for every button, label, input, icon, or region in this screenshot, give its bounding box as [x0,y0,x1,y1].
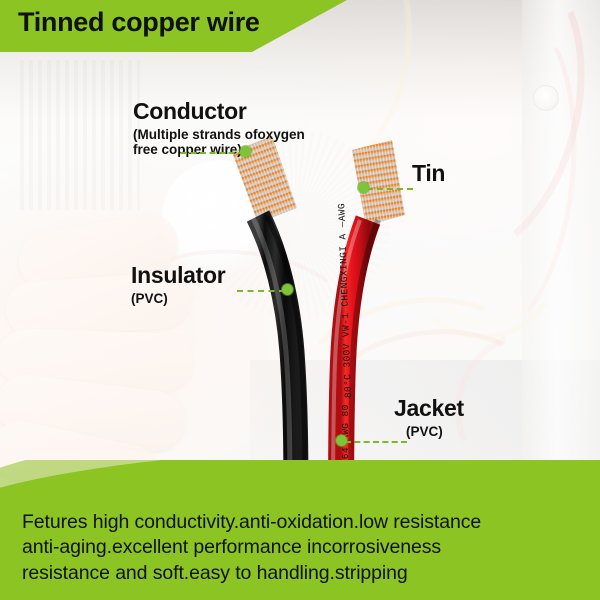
label-conductor: Conductor (Multiple strands ofoxygen fre… [133,98,305,157]
label-jacket-sub-line1: (PVC) [406,424,443,439]
label-insulator: Insulator (PVC) [131,262,226,306]
anchor-dot-jacket [336,435,347,446]
label-jacket-subtitle: (PVC) [406,424,464,439]
label-conductor-title: Conductor [133,98,247,124]
leader-line-conductor [181,152,244,154]
page-title: Tinned copper wire [18,7,260,37]
black-wire [232,136,309,513]
footer-line-2: anti-aging.excellent performance incorro… [22,536,442,558]
footer-line-3: resistance and soft.easy to handling.str… [22,561,408,584]
label-jacket: Jacket (PVC) [394,395,464,439]
label-tin: Tin [412,160,445,187]
anchor-dot-insulator [282,284,293,295]
red-wire-print-lower: STYLE 2464 AWG 80 [340,404,351,508]
label-insulator-subtitle: (PVC) [131,291,225,306]
label-insulator-sub-line1: (PVC) [131,291,168,306]
leader-line-insulator [237,290,285,292]
leader-line-jacket [345,441,407,443]
label-jacket-title: Jacket [394,395,464,421]
label-tin-title: Tin [412,160,446,186]
leader-line-tin [367,188,413,190]
label-conductor-sub-line2: free copper wire) [133,142,242,157]
label-conductor-sub-line1: (Multiple strands ofoxygen [133,127,305,142]
footer-line-1: Fetures high conductivity.anti-oxidation… [22,510,482,533]
anchor-dot-conductor [240,146,251,157]
anchor-dot-tin [358,182,369,193]
footer-description: Fetures high conductivity.anti-oxidation… [22,510,582,587]
label-insulator-title: Insulator [131,262,226,288]
